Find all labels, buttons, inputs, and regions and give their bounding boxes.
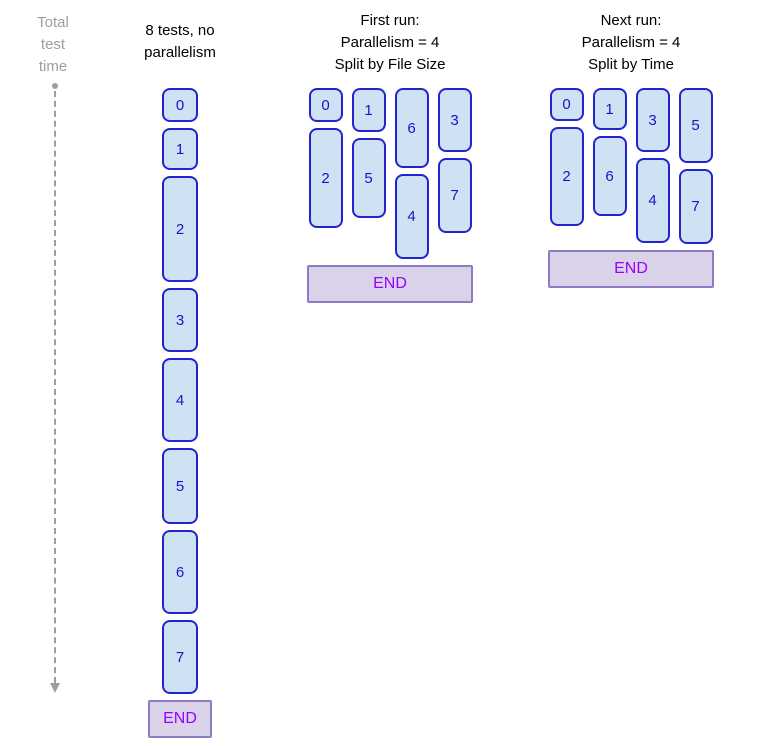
column-header-line: Parallelism = 4 [340, 34, 440, 51]
test-box-4: 4 [635, 158, 670, 243]
column-header-line: First run: [360, 12, 420, 29]
test-box-2: 2 [549, 127, 584, 226]
column-header-serial: 8 tests, no parallelism [70, 20, 290, 64]
test-box-4: 4 [394, 174, 429, 259]
test-box-3: 3 [635, 88, 670, 152]
test-box-7: 7 [437, 158, 472, 233]
test-box-label: 4 [648, 192, 657, 209]
test-box-label: 1 [175, 140, 185, 158]
time-axis-label: Total test time [22, 12, 84, 78]
test-box-1: 1 [162, 128, 198, 170]
test-box-0: 0 [549, 88, 584, 121]
test-box-label: 0 [321, 96, 330, 114]
column-header-next-run: Next run: Parallelism = 4 Split by Time [521, 10, 741, 76]
column-header-line: Next run: [600, 12, 662, 29]
test-box-label: 3 [175, 311, 185, 329]
test-box-5: 5 [162, 448, 198, 524]
test-box-5: 5 [351, 138, 386, 218]
test-box-label: 2 [562, 168, 571, 185]
test-box-6: 6 [394, 88, 429, 168]
test-box-4: 4 [162, 358, 198, 442]
test-box-label: 5 [364, 169, 373, 187]
column-header-line: Parallelism = 4 [581, 34, 681, 51]
test-box-label: 6 [407, 119, 416, 137]
end-marker-first-run: END [307, 265, 473, 303]
test-box-label: 6 [605, 167, 614, 185]
test-box-label: 5 [175, 477, 185, 495]
time-axis-start-dot [52, 83, 58, 89]
test-box-label: 4 [407, 208, 416, 225]
test-box-3: 3 [162, 288, 198, 352]
test-box-label: 3 [450, 111, 459, 129]
end-marker-label: END [614, 260, 648, 277]
test-box-label: 0 [562, 96, 571, 113]
test-box-label: 6 [175, 563, 185, 581]
column-header-line: Split by File Size [334, 56, 446, 73]
test-box-label: 2 [175, 220, 185, 238]
test-box-0: 0 [308, 88, 343, 122]
test-box-label: 5 [691, 117, 700, 134]
column-header-line: parallelism [144, 44, 216, 61]
test-box-label: 4 [175, 391, 185, 409]
time-axis-dashed-line [54, 91, 56, 683]
column-header-line: 8 tests, no [145, 22, 215, 39]
end-marker-label: END [373, 275, 407, 292]
end-marker-next-run: END [548, 250, 714, 288]
time-axis-label-line: test [40, 36, 66, 53]
test-box-1: 1 [351, 88, 386, 132]
test-box-label: 3 [648, 111, 657, 129]
test-box-5: 5 [678, 88, 713, 163]
test-box-label: 7 [175, 648, 185, 666]
test-box-6: 6 [162, 530, 198, 614]
test-box-3: 3 [437, 88, 472, 152]
test-box-label: 7 [450, 187, 459, 204]
test-box-label: 1 [605, 100, 614, 118]
end-marker-label: END [163, 710, 197, 727]
test-box-6: 6 [592, 136, 627, 216]
test-box-0: 0 [162, 88, 198, 122]
test-box-7: 7 [678, 169, 713, 244]
column-header-line: Split by Time [588, 56, 674, 73]
column-header-first-run: First run: Parallelism = 4 Split by File S… [280, 10, 500, 76]
test-box-2: 2 [162, 176, 198, 282]
end-marker-serial: END [148, 700, 212, 738]
test-box-2: 2 [308, 128, 343, 228]
test-box-1: 1 [592, 88, 627, 130]
time-axis-label-line: Total [37, 14, 69, 31]
test-box-7: 7 [162, 620, 198, 694]
test-box-label: 7 [691, 198, 700, 215]
test-box-label: 0 [175, 96, 185, 114]
test-box-label: 2 [321, 169, 330, 187]
time-axis-arrowhead-icon [50, 683, 60, 693]
time-axis-label-line: time [38, 58, 68, 75]
test-box-label: 1 [364, 101, 373, 119]
